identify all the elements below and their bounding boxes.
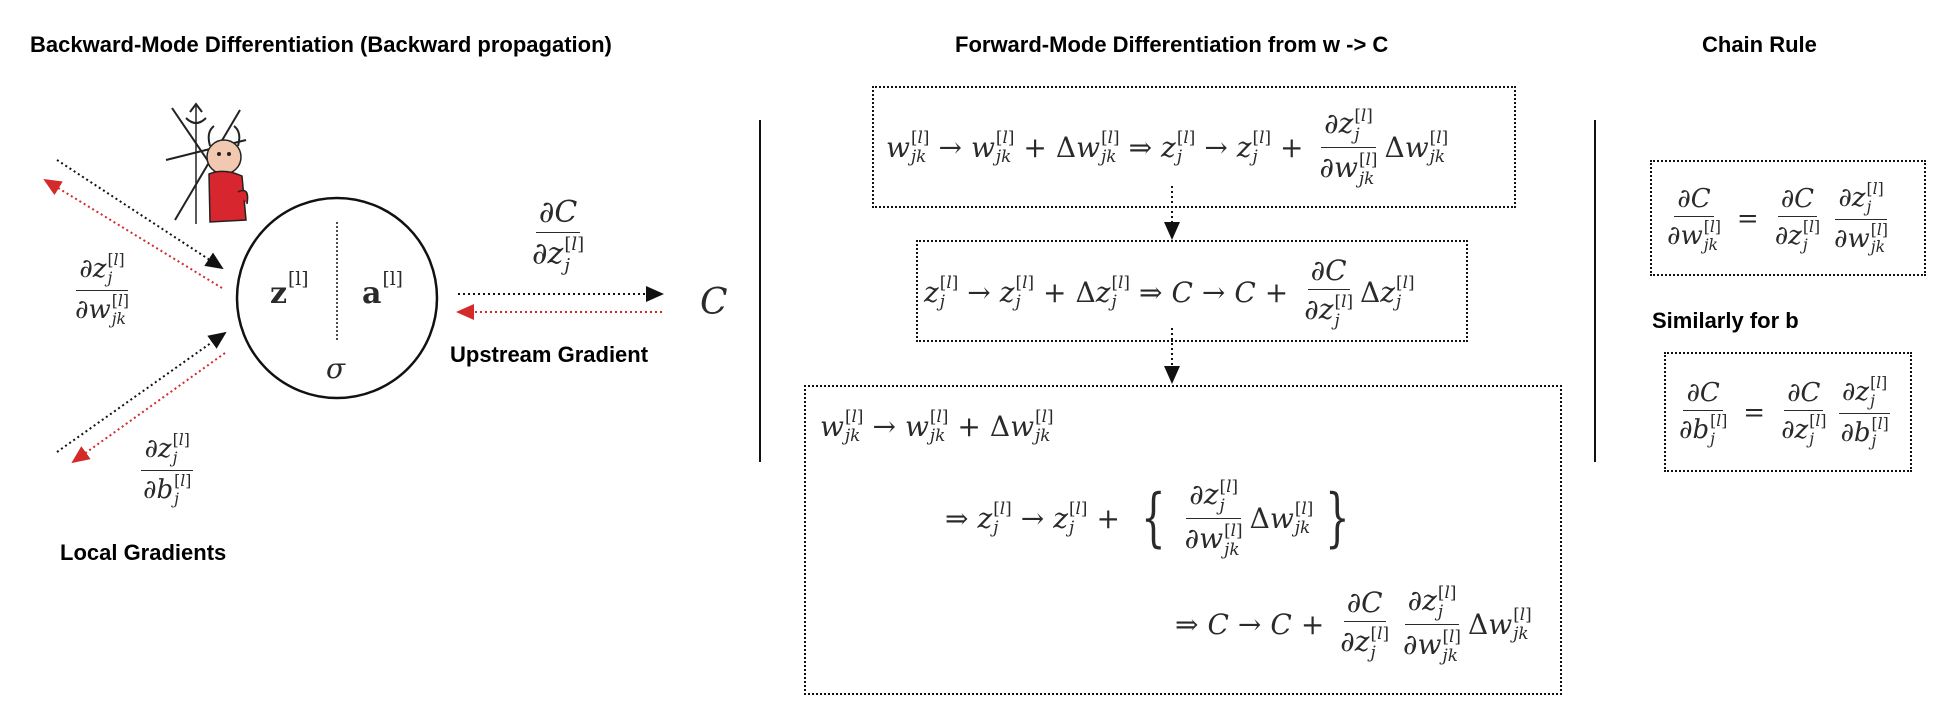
local-gradients-label: Local Gradients <box>60 540 227 565</box>
neuron-circle <box>235 196 439 400</box>
neuron-a-label: a[l] <box>362 269 403 311</box>
forward-mode-heading: Forward-Mode Differentiation from w -> C <box>955 32 1389 57</box>
chain-rule-equation-w: ∂C∂w[l]jk = ∂C∂z[l]j ∂z[l]j∂w[l]jk <box>1667 179 1888 257</box>
sigma-symbol: σ <box>326 352 346 385</box>
chain-rule-heading: Chain Rule <box>1702 32 1817 57</box>
chain-rule-box-b: ∂C∂b[l]j = ∂C∂z[l]j ∂z[l]j∂b[l]j <box>1664 352 1912 472</box>
chain-rule-box-w: ∂C∂w[l]jk = ∂C∂z[l]j ∂z[l]j∂w[l]jk <box>1650 160 1926 276</box>
backward-mode-heading: Backward-Mode Differentiation (Backward … <box>30 32 612 57</box>
upstream-gradient-formula: ∂C∂z[l]j <box>532 195 585 276</box>
neuron-a: a <box>362 276 382 311</box>
local-gradient-db: ∂z[l]j∂b[l]j <box>141 431 193 508</box>
neuron-z-label: z[l] <box>270 269 309 311</box>
chain-rule-equation-b: ∂C∂b[l]j = ∂C∂z[l]j ∂z[l]j∂b[l]j <box>1679 373 1891 451</box>
cost-symbol: C <box>700 282 728 323</box>
neuron-a-layer: [l] <box>382 269 403 291</box>
neuron-z-layer: [l] <box>288 269 309 291</box>
neuron-z: z <box>270 276 288 311</box>
neuron-sigma: σ <box>326 352 345 385</box>
forward-arrow-lower <box>56 331 227 453</box>
upstream-gradient-label: Upstream Gradient <box>450 342 649 367</box>
cost-letter: C <box>700 282 728 323</box>
local-gradient-dw: ∂z[l]j∂w[l]jk <box>75 251 129 328</box>
similarly-for-b-label: Similarly for b <box>1652 308 1799 333</box>
backward-arrow-lower <box>71 352 226 464</box>
devil-illustration <box>163 102 249 224</box>
